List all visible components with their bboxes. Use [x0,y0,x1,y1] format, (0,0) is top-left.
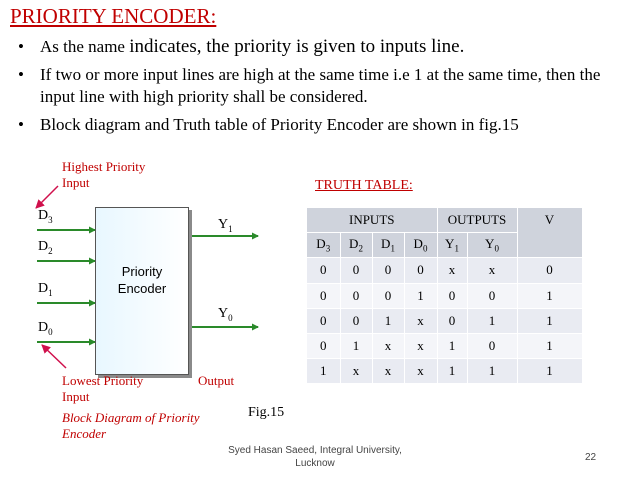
bullet-symbol: • [18,65,24,84]
encoder-block-label: Priority Encoder [96,263,188,297]
table-row: 0 0 1 x 0 1 1 [307,308,583,334]
table-row: 0 0 0 0 x x 0 [307,257,583,284]
truth-table-title: TRUTH TABLE: [315,178,413,193]
table-cell: 0 [372,257,405,284]
table-cell: x [372,333,405,360]
highest-priority-arrow [35,185,59,209]
bullet-text-part: As the name [40,37,130,56]
table-cell: 1 [437,333,468,360]
input-label-d0: D0 [38,320,53,337]
table-cell: 0 [307,308,341,334]
table-cell: x [404,308,438,334]
output-label-y0: Y0 [218,306,233,323]
encoder-label-line2: Encoder [117,281,167,296]
column-header: D1 [372,232,405,259]
encoder-label-line1: Priority [121,264,163,279]
input-label-d1: D1 [38,281,53,298]
figure-label: Fig.15 [248,405,285,420]
output-label-y1: Y1 [218,217,233,234]
bullet-text: If two or more input lines are high at t… [40,65,601,106]
table-cell: 0 [437,283,468,309]
header-valid: V [517,208,583,259]
table-cell: x [372,358,405,385]
table-column-header-row: D3 D2 D1 D0 Y1 Y0 [307,232,582,259]
bullet-list: • As the name indicates, the priority is… [18,36,630,142]
table-cell: 1 [372,308,405,334]
table-cell: 0 [467,283,518,309]
table-cell: 1 [517,358,583,385]
table-cell: x [467,257,518,284]
table-cell: 1 [437,358,468,385]
table-cell: 0 [307,283,341,309]
bullet-symbol: • [18,37,24,56]
table-cell: 0 [517,257,583,284]
table-cell: 1 [517,333,583,360]
footer-author: Syed Hasan Saeed, Integral University, L… [228,445,402,469]
table-group-header-row: INPUTS OUTPUTS V [307,208,583,259]
bullet-item: • If two or more input lines are high at… [18,64,630,108]
page-number: 22 [585,452,597,463]
table-cell: 0 [437,308,468,334]
bullet-symbol: • [18,115,24,134]
highest-priority-label: Highest Priority Input [62,159,146,190]
table-cell: 0 [307,257,341,284]
truth-table: INPUTS OUTPUTS V D3 D2 D1 D0 Y1 Y0 0 0 0… [307,208,583,385]
table-cell: 1 [404,283,438,309]
table-cell: 1 [517,283,583,309]
table-cell: x [404,358,438,385]
table-cell: 1 [307,358,341,385]
table-cell: x [404,333,438,360]
table-row: 0 1 x x 1 0 1 [307,333,583,360]
input-label-d3: D3 [38,208,53,225]
table-cell: 0 [340,257,373,284]
lowest-priority-label: Lowest Priority Input [62,373,144,404]
table-cell: x [437,257,468,284]
priority-encoder-block [95,207,189,375]
table-cell: 1 [517,308,583,334]
bullet-item: • As the name indicates, the priority is… [18,36,630,58]
table-cell: 0 [340,308,373,334]
header-inputs: INPUTS [307,208,438,234]
table-cell: 1 [340,333,373,360]
table-cell: x [340,358,373,385]
column-header: D2 [340,232,373,259]
table-cell: 1 [467,308,518,334]
column-header: Y0 [467,232,518,259]
column-header: Y1 [437,232,468,259]
column-header: D3 [307,232,341,259]
table-cell: 0 [340,283,373,309]
column-header: D0 [404,232,438,259]
bullet-item: • Block diagram and Truth table of Prior… [18,114,630,136]
table-row: 1 x x x 1 1 1 [307,358,583,385]
table-cell: 1 [467,358,518,385]
lowest-priority-arrow [41,344,67,369]
table-cell: 0 [467,333,518,360]
diagram-caption: Block Diagram of Priority Encoder [62,410,200,441]
bullet-text-part: indicates, the priority is given to inpu… [129,36,465,57]
table-row: 0 0 0 1 0 0 1 [307,283,583,309]
table-cell: 0 [372,283,405,309]
table-cell: 0 [307,333,341,360]
input-label-d2: D2 [38,239,53,256]
table-cell: 0 [404,257,438,284]
bullet-text: Block diagram and Truth table of Priorit… [40,115,519,134]
output-label: Output [198,373,235,388]
header-outputs: OUTPUTS [437,208,518,234]
slide-title: PRIORITY ENCODER: [10,4,217,28]
